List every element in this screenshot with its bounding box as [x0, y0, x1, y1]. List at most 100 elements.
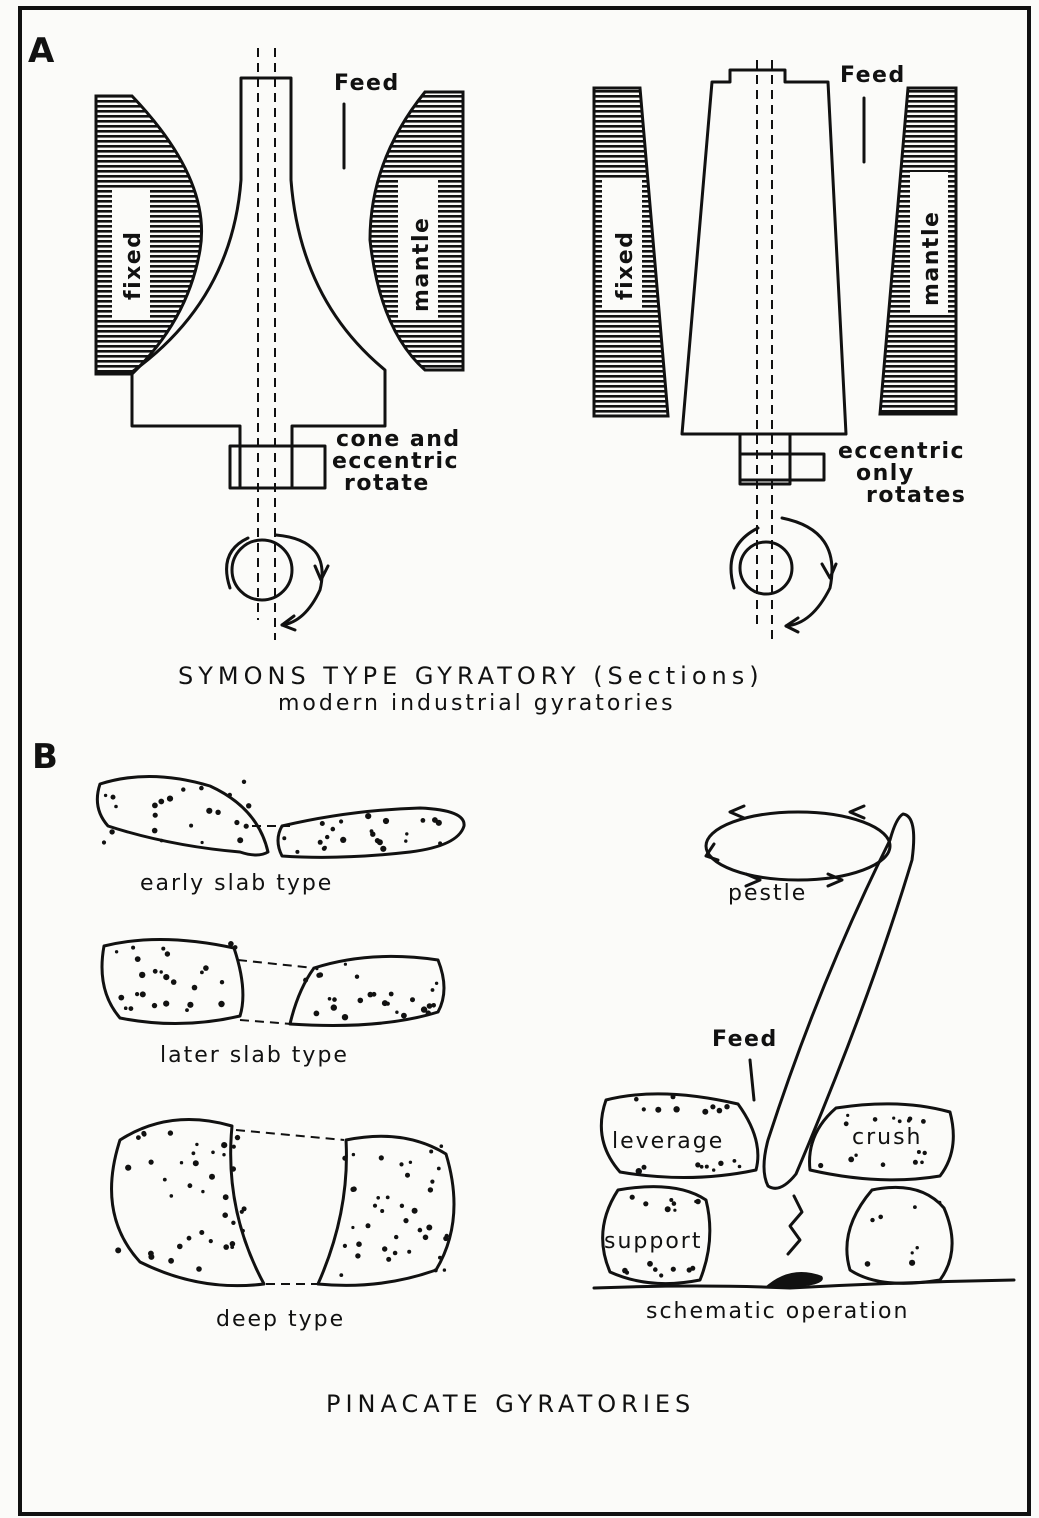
stipple-dot	[665, 1206, 671, 1212]
stipple-dot	[405, 832, 408, 835]
stipple-dot	[168, 1258, 174, 1264]
stipple-dot	[231, 1166, 236, 1171]
stipple-dot	[386, 1257, 391, 1262]
stipple-dot	[109, 829, 114, 834]
stipple-dot	[712, 1168, 715, 1171]
stipple-dot	[168, 1130, 173, 1135]
stipple-dot	[407, 1250, 411, 1254]
leverage-label: leverage	[612, 1129, 724, 1154]
schematic-operation-label: schematic operation	[646, 1299, 909, 1324]
feed-arrow	[750, 1060, 754, 1100]
right-eccentric	[740, 454, 824, 480]
stipple-dot	[244, 824, 249, 829]
later-slab-gap-bottom	[240, 1020, 292, 1024]
stipple-dot	[233, 945, 238, 950]
stipple-dot	[911, 1251, 914, 1254]
stipple-dot	[303, 978, 308, 983]
stipple-dot	[718, 1161, 723, 1166]
stipple-dot	[340, 837, 346, 843]
panel-a-letter: A	[28, 31, 55, 71]
stipple-dot	[653, 1267, 658, 1272]
stipple-dot	[401, 1013, 407, 1019]
deep-gap-top	[236, 1130, 344, 1140]
stipple-dot	[331, 1004, 337, 1010]
stipple-dot	[189, 824, 193, 828]
stipple-dot	[673, 1209, 676, 1212]
deep-type-label: deep type	[216, 1307, 345, 1332]
stipple-dot	[695, 1199, 701, 1205]
stipple-dot	[358, 998, 364, 1004]
stipple-dot	[426, 1225, 432, 1231]
stipple-dot	[655, 1107, 661, 1113]
stipple-dot	[314, 1011, 320, 1017]
stipple-dot	[366, 1223, 371, 1228]
stipple-dot	[221, 1142, 227, 1148]
deep-left-stone	[112, 1120, 264, 1286]
stipple-dot	[342, 1014, 348, 1020]
stipple-dot	[409, 1161, 412, 1164]
stipple-dot	[282, 836, 286, 840]
stipple-dot	[430, 1180, 434, 1184]
stipple-dot	[377, 839, 383, 845]
left-fixed-label: fixed	[121, 231, 146, 300]
stipple-dot	[412, 1208, 418, 1214]
stipple-dot	[352, 1153, 355, 1156]
stipple-dot	[917, 1150, 921, 1154]
stipple-dot	[394, 1235, 398, 1239]
stipple-dot	[241, 1229, 245, 1233]
stipple-dot	[153, 813, 158, 818]
stipple-dot	[818, 1163, 823, 1168]
stipple-dot	[136, 1135, 141, 1140]
stipple-dot	[323, 846, 327, 850]
stipple-dot	[193, 1160, 199, 1166]
stipple-dot	[717, 1108, 723, 1114]
stipple-dot	[222, 1212, 228, 1218]
stipple-dot	[181, 787, 185, 791]
stipple-dot	[923, 1151, 927, 1155]
stipple-dot	[230, 1245, 234, 1249]
right-rotation-arrow	[731, 518, 832, 626]
symons-left-section: fixed mantle Feed cone and eccentric rot…	[96, 48, 463, 640]
later-slab-type: later slab type	[102, 939, 444, 1068]
stipple-dot	[738, 1165, 742, 1169]
stipple-dot	[192, 1151, 196, 1155]
stipple-dot	[185, 1008, 189, 1012]
stipple-dot	[199, 1230, 204, 1235]
stipple-dot	[206, 808, 212, 814]
stipple-dot	[332, 997, 337, 1002]
stipple-dot	[152, 1003, 157, 1008]
stipple-dot	[328, 997, 332, 1001]
crush-zone-crack	[788, 1196, 802, 1254]
stipple-dot	[163, 1001, 169, 1007]
stipple-dot	[187, 1236, 192, 1241]
stipple-dot	[160, 839, 164, 843]
stipple-dot	[152, 803, 158, 809]
stipple-dot	[636, 1168, 642, 1174]
stipple-dot	[344, 963, 347, 966]
stipple-dot	[854, 1154, 857, 1157]
stipple-dot	[630, 1195, 635, 1200]
stipple-dot	[356, 1241, 362, 1247]
left-eccentric-circle	[232, 540, 292, 600]
stipple-dot	[643, 1201, 648, 1206]
stipple-dot	[115, 950, 118, 953]
stipple-dot	[315, 967, 318, 970]
stipple-dot	[135, 956, 141, 962]
stipple-dot	[209, 1174, 215, 1180]
stipple-dot	[231, 1221, 235, 1225]
orbit-arrowhead-2	[850, 806, 864, 818]
stipple-dot	[405, 1173, 410, 1178]
stipple-dot	[339, 1273, 343, 1277]
right-eccentric-circle	[740, 542, 792, 594]
stipple-dot	[201, 1190, 204, 1193]
stipple-dot	[376, 1196, 380, 1200]
stipple-dot	[389, 992, 394, 997]
stipple-dot	[913, 1160, 918, 1165]
later-slab-label: later slab type	[160, 1043, 349, 1068]
stipple-dot	[201, 841, 204, 844]
stipple-dot	[187, 1002, 193, 1008]
stipple-dot	[131, 946, 135, 950]
stipple-dot	[437, 1167, 441, 1171]
stipple-dot	[343, 1244, 347, 1248]
stipple-dot	[177, 1244, 183, 1250]
